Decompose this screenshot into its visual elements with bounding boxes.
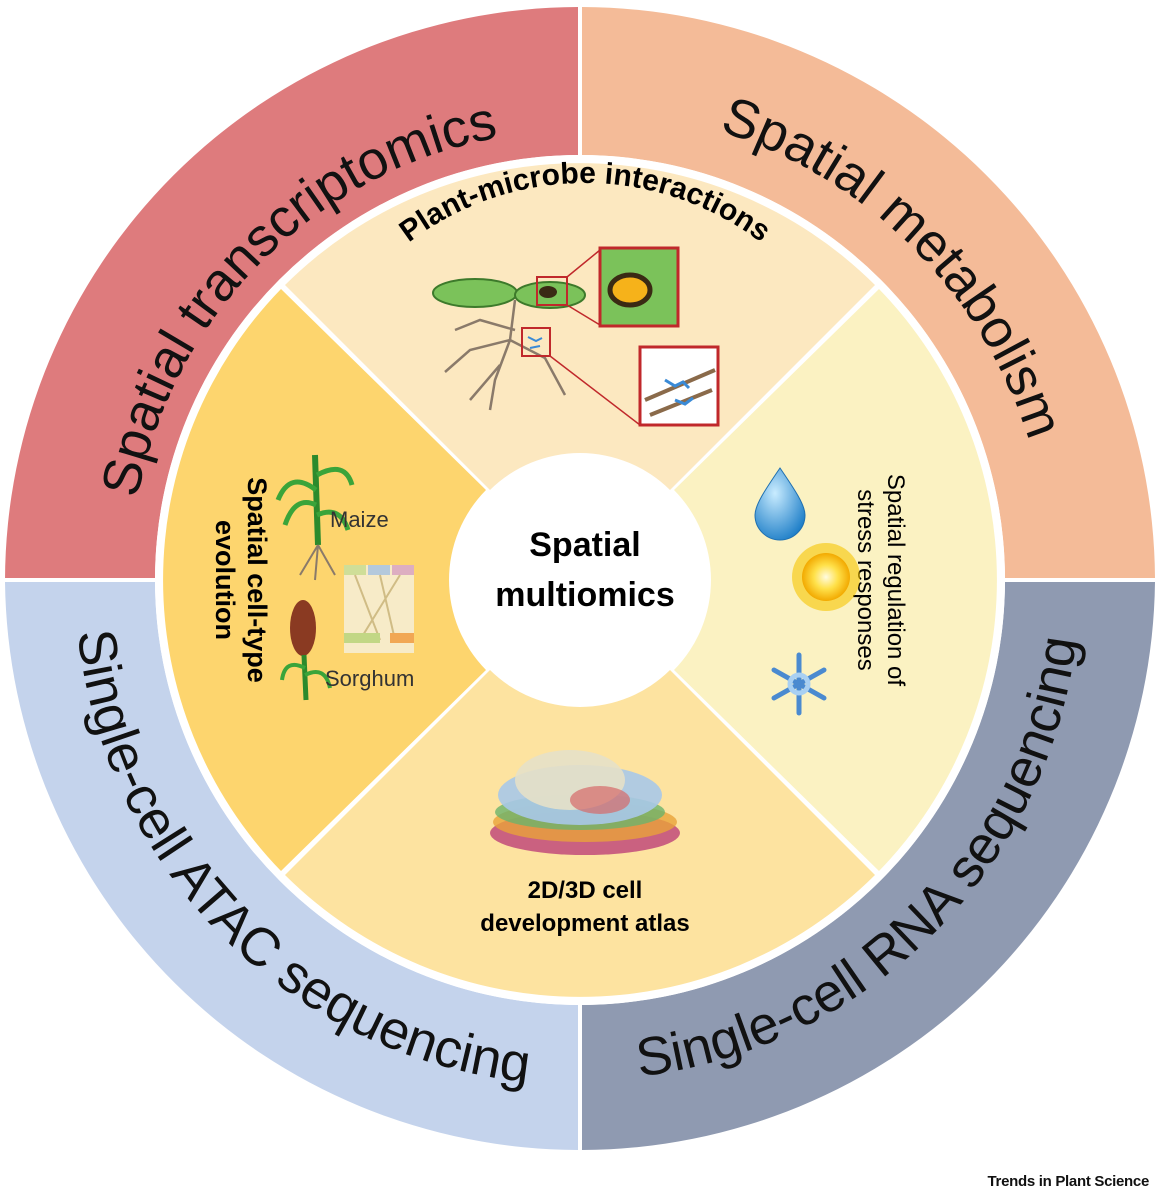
- label-evolution-line2: evolution: [210, 520, 240, 640]
- center-title-line1: Spatial: [529, 526, 640, 564]
- label-stress-line1: Spatial regulation of: [882, 474, 909, 686]
- inner-sector-plant-microbe: [285, 163, 875, 491]
- label-maize: Maize: [330, 507, 389, 532]
- inner-sector-cell-type-evolution: [163, 289, 486, 871]
- sun-icon: [792, 543, 860, 611]
- quadrant-single-cell-atac: [5, 582, 578, 1150]
- quadrant-spatial-transcriptomics: [5, 7, 578, 580]
- label-evolution-line1: Spatial cell-type: [242, 477, 272, 683]
- water-drop-icon: [754, 467, 806, 541]
- center-title-line2: multiomics: [495, 576, 674, 614]
- center-circle: [458, 458, 702, 702]
- cell-atlas-image: [490, 750, 680, 855]
- evolution-labels: Spatial cell-type evolution: [210, 477, 272, 683]
- maize-plant-icon: [275, 454, 355, 581]
- snowflake-icon: [771, 652, 827, 716]
- comparison-chart-thumbnail: [344, 565, 414, 653]
- sorghum-plant-icon: [280, 600, 332, 701]
- label-atlas-line2: development atlas: [480, 910, 689, 937]
- quadrant-single-cell-rna: [582, 582, 1155, 1150]
- quadrant-spatial-metabolism: [582, 7, 1155, 578]
- plant-illustration: [432, 246, 720, 427]
- journal-credit: Trends in Plant Science: [987, 1173, 1150, 1190]
- label-sorghum: Sorghum: [325, 666, 414, 691]
- label-atlas-line1: 2D/3D cell: [528, 877, 643, 904]
